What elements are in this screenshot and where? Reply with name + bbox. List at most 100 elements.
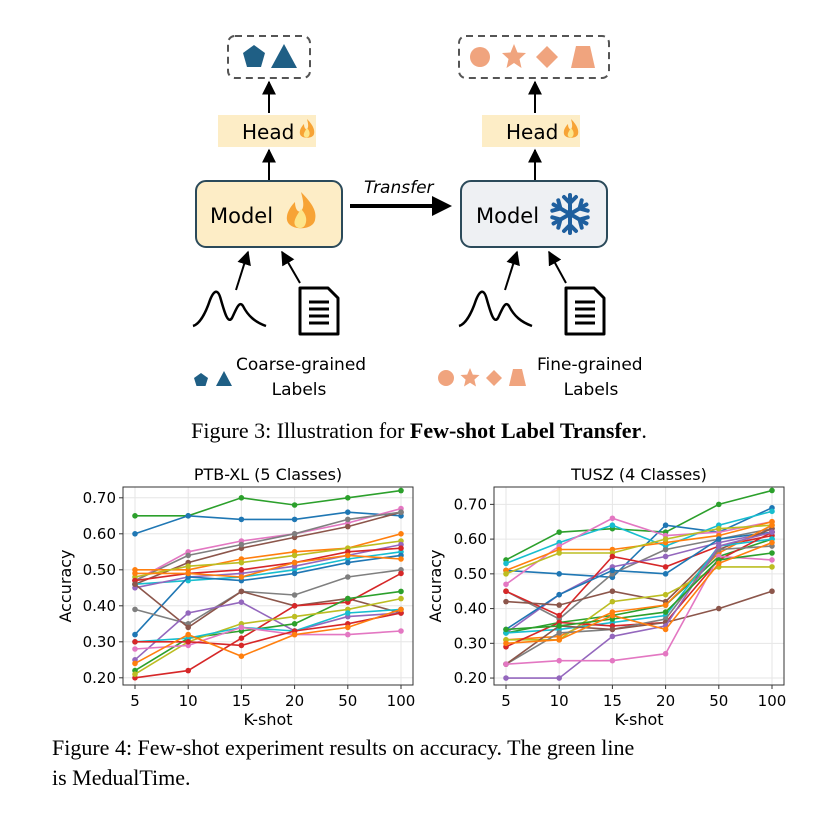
data-point: [716, 536, 722, 542]
data-point: [291, 570, 298, 577]
chart-title: PTB-XL (5 Classes): [194, 465, 342, 484]
data-point: [345, 559, 351, 566]
x-tick-label: 20: [656, 692, 675, 710]
data-point: [132, 646, 138, 652]
data-point: [662, 609, 669, 615]
data-point: [291, 502, 298, 508]
series-line: [134, 554, 402, 636]
data-point: [132, 660, 138, 667]
data-point: [556, 630, 562, 636]
data-point: [238, 495, 245, 501]
data-point: [398, 487, 404, 494]
data-point: [345, 610, 351, 616]
head-label: Head: [506, 120, 558, 144]
data-point: [769, 550, 775, 556]
data-point: [185, 667, 191, 674]
x-tick-label: 100: [758, 692, 787, 710]
series-line: [134, 551, 402, 585]
data-point: [398, 531, 404, 537]
diamond-icon: [486, 370, 502, 386]
snowflake-icon: [550, 193, 590, 235]
series-line: [505, 538, 773, 634]
data-point: [716, 605, 722, 612]
coarse-legend: Coarse-grained Labels: [194, 355, 366, 400]
model-label: Model: [476, 204, 539, 228]
series-line: [134, 511, 402, 535]
data-point: [609, 567, 616, 574]
data-point: [503, 598, 509, 605]
data-point: [716, 560, 722, 567]
data-point: [398, 595, 404, 602]
x-axis-label: K-shot: [614, 710, 663, 729]
series-line: [135, 489, 402, 517]
data-point: [769, 564, 775, 570]
data-point: [609, 553, 616, 560]
data-point: [238, 599, 245, 605]
data-point: [398, 545, 404, 551]
y-tick-label: 0.20: [454, 669, 487, 687]
data-point: [556, 602, 562, 608]
data-point: [609, 657, 616, 664]
head-box-right: Head: [482, 115, 580, 147]
data-point: [132, 531, 138, 537]
chart-title: TUSZ (4 Classes): [570, 465, 707, 484]
data-point: [556, 591, 562, 598]
circle-icon: [470, 47, 490, 67]
data-point: [132, 570, 138, 577]
data-point: [556, 612, 562, 619]
data-point: [345, 631, 351, 638]
series-line: [134, 597, 402, 675]
data-point: [662, 602, 669, 608]
data-point: [609, 515, 616, 522]
series-line: [134, 608, 402, 665]
figure-3-caption-suffix: .: [641, 418, 647, 443]
figure-4-caption-line1: Figure 4: Few-shot experiment results on…: [52, 735, 635, 760]
series-line: [505, 524, 773, 575]
data-point: [345, 574, 351, 580]
series-line: [506, 531, 773, 679]
data-point: [291, 516, 298, 523]
fine-label-line1: Fine-grained: [537, 355, 643, 375]
data-point: [398, 556, 404, 562]
data-point: [609, 598, 616, 605]
data-point: [503, 661, 509, 667]
diamond-icon: [536, 46, 558, 68]
triangle-icon: [216, 371, 232, 386]
figure-3-caption-prefix: Figure 3: Illustration for: [191, 418, 410, 443]
series-line: [134, 511, 402, 582]
data-point: [185, 552, 191, 559]
data-point: [556, 623, 562, 629]
data-point: [132, 631, 138, 638]
series-line: [134, 540, 402, 578]
x-tick-label: 20: [285, 692, 304, 710]
data-point: [769, 588, 775, 595]
series-line: [134, 626, 402, 650]
series-line: [135, 554, 402, 578]
data-point: [503, 626, 509, 633]
data-point: [185, 631, 191, 638]
data-point: [769, 522, 775, 529]
y-axis-label: Accuracy: [426, 549, 445, 622]
data-point: [662, 546, 669, 553]
x-tick-label: 15: [232, 692, 251, 710]
plot-frame: [493, 486, 785, 686]
data-point: [291, 559, 298, 566]
data-point: [716, 501, 722, 508]
data-point: [345, 595, 351, 602]
data-point: [662, 553, 669, 560]
document-icon: [564, 286, 606, 336]
series-line: [134, 511, 402, 585]
pentagon-icon: [194, 373, 208, 386]
figure-3-caption-bold: Few-shot Label Transfer: [409, 418, 642, 443]
circle-icon: [438, 370, 454, 386]
data-point: [503, 581, 509, 588]
data-point: [609, 522, 616, 529]
series-line: [505, 555, 773, 665]
data-point: [132, 639, 138, 645]
data-point: [185, 563, 191, 569]
fine-legend: Fine-grained Labels: [438, 355, 643, 400]
data-point: [238, 567, 245, 573]
series-line: [134, 547, 402, 582]
x-tick-label: 100: [387, 692, 416, 710]
